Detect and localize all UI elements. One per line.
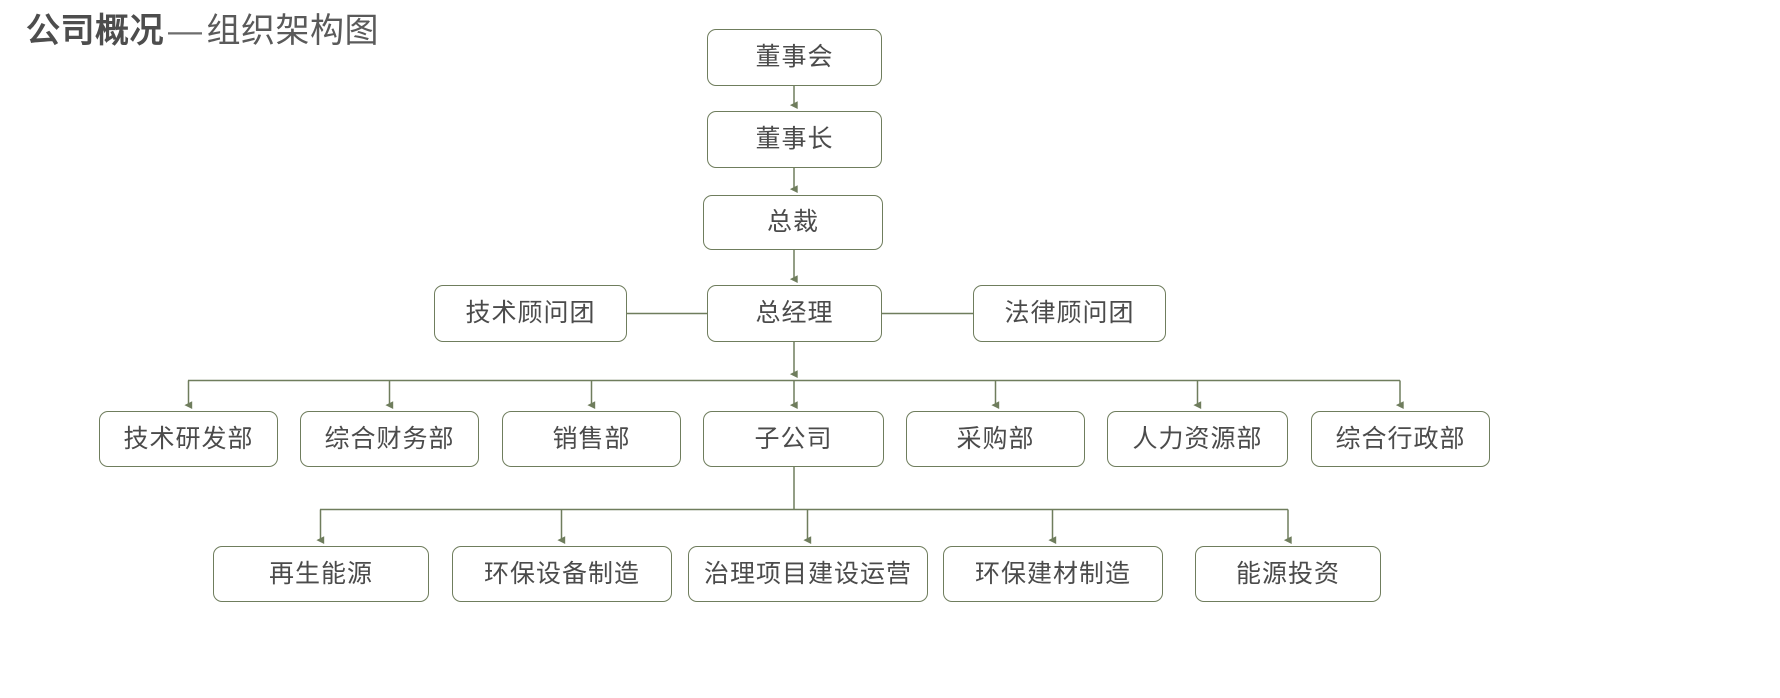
node-department-6[interactable]: 综合行政部 xyxy=(1311,411,1490,467)
node-subsidiary-4[interactable]: 能源投资 xyxy=(1195,546,1381,602)
node-subsidiary-1[interactable]: 环保设备制造 xyxy=(452,546,672,602)
page-title: 公司概况—组织架构图 xyxy=(26,8,379,54)
node-subsidiary-3[interactable]: 环保建材制造 xyxy=(943,546,1163,602)
node-legal-advisor[interactable]: 法律顾问团 xyxy=(973,285,1166,342)
node-general-manager[interactable]: 总经理 xyxy=(707,285,882,342)
page-title-strong: 公司概况 xyxy=(26,12,164,50)
node-department-3[interactable]: 子公司 xyxy=(703,411,884,467)
node-chairman[interactable]: 董事长 xyxy=(707,111,882,168)
node-board[interactable]: 董事会 xyxy=(707,29,882,86)
node-department-1[interactable]: 综合财务部 xyxy=(300,411,479,467)
node-president[interactable]: 总裁 xyxy=(703,195,883,250)
node-subsidiary-2[interactable]: 治理项目建设运营 xyxy=(688,546,928,602)
node-department-4[interactable]: 采购部 xyxy=(906,411,1085,467)
page-title-separator: — xyxy=(168,12,203,50)
node-department-5[interactable]: 人力资源部 xyxy=(1107,411,1288,467)
page-title-rest: 组织架构图 xyxy=(206,12,379,50)
node-tech-advisor[interactable]: 技术顾问团 xyxy=(434,285,627,342)
node-department-0[interactable]: 技术研发部 xyxy=(99,411,278,467)
node-department-2[interactable]: 销售部 xyxy=(502,411,681,467)
node-subsidiary-0[interactable]: 再生能源 xyxy=(213,546,429,602)
